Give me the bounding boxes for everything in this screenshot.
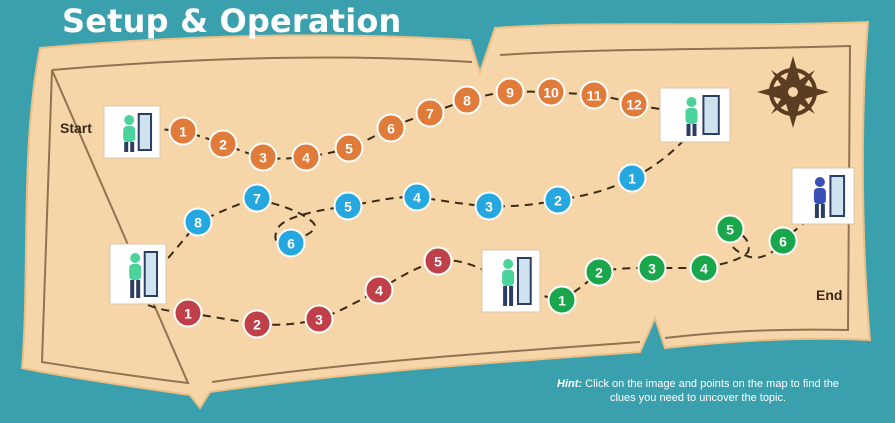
green-point-2[interactable]: 2 [584,257,614,287]
green-point-4[interactable]: 4 [689,253,719,283]
blue-point-7[interactable]: 7 [242,183,272,213]
clue-images [103,87,855,313]
orange-point-3[interactable]: 3 [248,142,278,172]
hint-text: Hint: Click on the image and points on t… [548,377,848,405]
red-point-5[interactable]: 5 [423,246,453,276]
orange-point-11[interactable]: 11 [579,80,609,110]
blue-point-8[interactable]: 8 [183,207,213,237]
red-point-3[interactable]: 3 [304,304,334,334]
person-at-machine-icon [123,113,153,152]
orange-point-2[interactable]: 2 [208,129,238,159]
orange-end-clue-image[interactable] [659,87,731,143]
blue-point-6[interactable]: 6 [276,228,306,258]
blue-point-2[interactable]: 2 [543,185,573,215]
orange-point-7[interactable]: 7 [415,98,445,128]
orange-point-9[interactable]: 9 [495,77,525,107]
end-label: End [816,287,843,303]
compass-rose-icon [757,56,829,128]
green-point-3[interactable]: 3 [637,253,667,283]
person-at-desk-icon [502,257,532,306]
orange-point-1[interactable]: 1 [168,116,198,146]
person-waving-at-door-icon [129,251,159,298]
orange-point-10[interactable]: 10 [536,77,566,107]
green-point-6[interactable]: 6 [768,226,798,256]
blue-point-4[interactable]: 4 [402,182,432,212]
orange-point-4[interactable]: 4 [291,142,321,172]
red-point-2[interactable]: 2 [242,309,272,339]
green-route-path [561,219,809,301]
blue-point-1[interactable]: 1 [617,163,647,193]
start-clue-image[interactable] [103,105,161,159]
blue-point-5[interactable]: 5 [333,191,363,221]
blue-end-clue-image[interactable] [109,243,167,305]
orange-point-12[interactable]: 12 [619,89,649,119]
hint-prefix: Hint: [557,378,583,390]
map-border [40,44,852,385]
green-point-1[interactable]: 1 [547,285,577,315]
person-at-cabinet-icon [813,175,846,218]
start-label: Start [60,120,92,136]
end-clue-image[interactable] [791,167,855,225]
green-point-5[interactable]: 5 [715,214,745,244]
orange-point-8[interactable]: 8 [452,85,482,115]
person-opening-door-icon [685,95,720,136]
red-point-4[interactable]: 4 [364,275,394,305]
page-title: Setup & Operation [62,2,402,40]
blue-route-path [157,139,685,271]
parchment-map [20,20,872,410]
blue-point-3[interactable]: 3 [474,191,504,221]
red-end-clue-image[interactable] [481,249,541,313]
orange-point-5[interactable]: 5 [334,133,364,163]
orange-point-6[interactable]: 6 [376,113,406,143]
red-point-1[interactable]: 1 [173,298,203,328]
hint-body: Click on the image and points on the map… [585,378,839,404]
